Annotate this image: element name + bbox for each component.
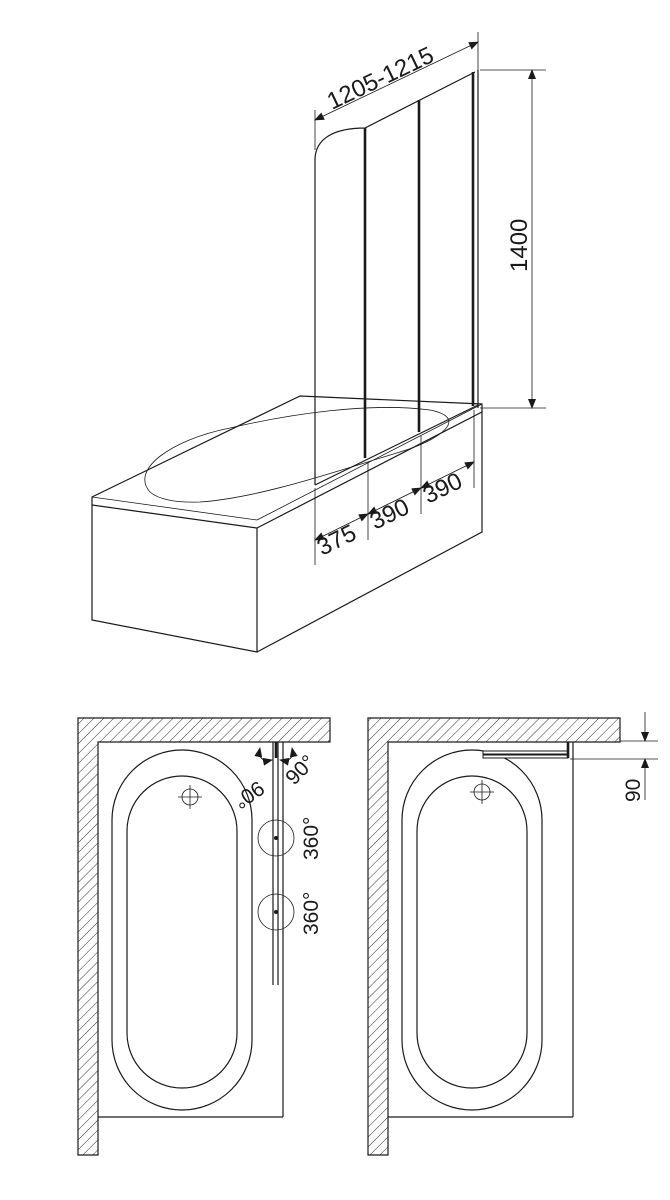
offset-label: 90 [622, 779, 645, 802]
rotation-label-1: 360° [300, 817, 323, 860]
panel-width-dimensions: 375 390 390 [313, 410, 475, 565]
angle-label-left: 90° [229, 776, 268, 813]
plan-view-open: 90° 90° 360° 360° [77, 717, 331, 1156]
offset-dimension: 90 [570, 712, 658, 802]
wall-hatch [367, 717, 621, 1156]
bath-screen [314, 70, 479, 486]
drain-icon [178, 785, 202, 809]
panel-width-3: 390 [419, 468, 467, 510]
drain-icon [470, 780, 494, 804]
rotation-label-2: 360° [300, 892, 323, 935]
perspective-view: 1205-1215 1400 375 390 390 [91, 32, 546, 653]
panel-width-1: 375 [313, 520, 361, 562]
height-label: 1400 [506, 219, 533, 272]
wall-hatch [77, 717, 331, 1156]
width-dimension: 1205-1215 [314, 32, 479, 150]
panel-width-2: 390 [366, 494, 414, 536]
width-label: 1205-1215 [323, 42, 438, 116]
height-dimension: 1400 [480, 69, 546, 409]
bathtub [91, 395, 483, 653]
angle-label-right: 90° [281, 751, 320, 790]
plan-view-folded: 90 [367, 712, 658, 1156]
